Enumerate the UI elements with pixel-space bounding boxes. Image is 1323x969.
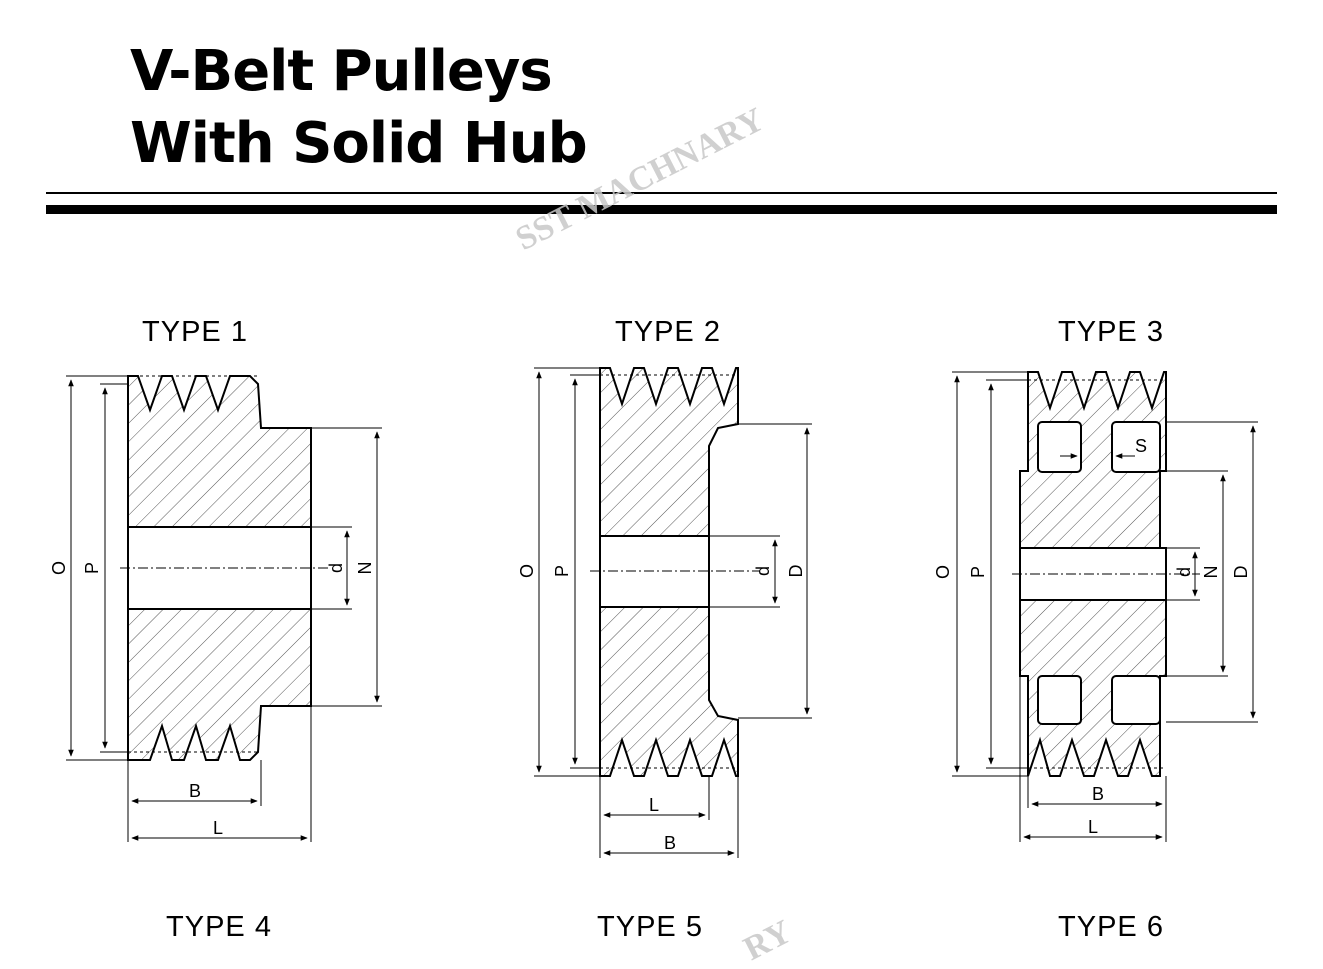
type-1-dim-d: d bbox=[326, 563, 346, 573]
type-1-dim-O: O bbox=[49, 561, 69, 575]
type-2-dim-d: d bbox=[753, 566, 773, 576]
type-1-dim-B: B bbox=[189, 781, 201, 801]
type-5-label: TYPE 5 bbox=[597, 911, 703, 943]
type-3-dim-S: S bbox=[1135, 436, 1147, 456]
type-3-drawing bbox=[952, 371, 1258, 842]
type-1-label: TYPE 1 bbox=[142, 316, 248, 348]
header-rule-thin bbox=[46, 192, 1277, 194]
type-3-recess-upper-left bbox=[1037, 421, 1082, 473]
type-3-dim-P: P bbox=[968, 566, 988, 578]
type-6-label: TYPE 6 bbox=[1058, 911, 1164, 943]
type-2-label: TYPE 2 bbox=[615, 316, 721, 348]
type-2-section-upper bbox=[599, 367, 739, 537]
type-2-dim-L: L bbox=[649, 795, 659, 815]
type-4-label: TYPE 4 bbox=[166, 911, 272, 943]
type-3-recess-lower-left bbox=[1037, 675, 1082, 725]
type-3-label: TYPE 3 bbox=[1058, 316, 1164, 348]
type-2-bore bbox=[599, 535, 710, 608]
type-2-dim-O: O bbox=[517, 564, 537, 578]
type-1-section-upper bbox=[127, 375, 312, 528]
type-2-dim-P: P bbox=[552, 565, 572, 577]
type-3-dim-D: D bbox=[1231, 566, 1251, 579]
type-1-drawing bbox=[66, 375, 382, 842]
header-rule-thick bbox=[46, 205, 1277, 214]
type-3-dim-N: N bbox=[1201, 566, 1221, 579]
type-3-dim-O: O bbox=[933, 565, 953, 579]
type-2-dim-B: B bbox=[664, 833, 676, 853]
type-3-recess-upper-right bbox=[1111, 421, 1161, 473]
type-3-dim-d: d bbox=[1174, 567, 1194, 577]
type-1-dim-N: N bbox=[355, 562, 375, 575]
page-title-line-2: With Solid Hub bbox=[130, 111, 588, 176]
type-1-section-lower bbox=[127, 608, 312, 761]
type-3-dim-B: B bbox=[1092, 784, 1104, 804]
type-1-dim-L: L bbox=[213, 818, 223, 838]
type-3-recess-lower-right bbox=[1111, 675, 1161, 725]
type-3-dim-L: L bbox=[1088, 817, 1098, 837]
type-1-dim-P: P bbox=[82, 562, 102, 574]
type-2-section-lower bbox=[599, 606, 739, 777]
page-title-line-1: V-Belt Pulleys bbox=[130, 39, 553, 104]
type-2-drawing bbox=[534, 367, 812, 858]
type-2-dim-D: D bbox=[786, 565, 806, 578]
